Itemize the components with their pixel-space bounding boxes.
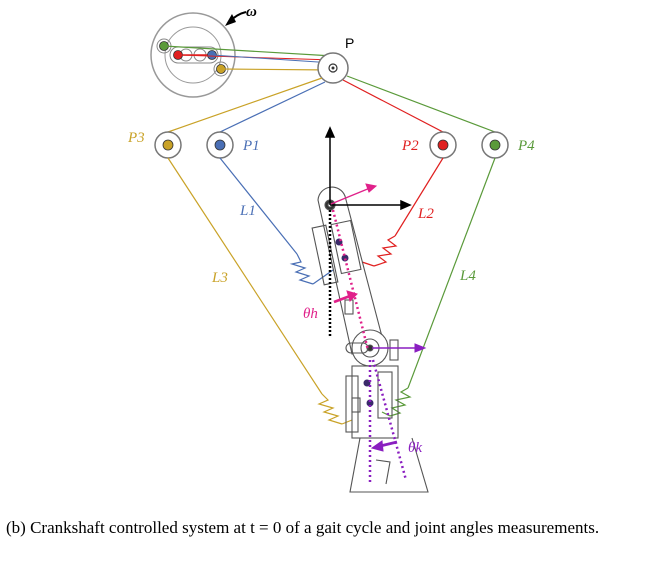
hip-angle-markers [330, 183, 378, 351]
omega-label: ω [246, 4, 257, 20]
p3-label: P3 [127, 130, 145, 146]
p1-label: P1 [242, 138, 260, 154]
figure-caption: (b) Crankshaft controlled system at t = … [6, 518, 600, 537]
guide-p4 [481, 131, 509, 159]
cable-l2 [361, 157, 444, 267]
knee-angle-markers [368, 343, 427, 482]
l2-label: L2 [417, 206, 434, 222]
cable-l1 [219, 157, 334, 285]
guide-p1 [206, 131, 234, 159]
p2-label: P2 [401, 138, 419, 154]
theta-h-label: θh [303, 306, 318, 322]
cable-l3 [167, 157, 353, 425]
shank-segment [345, 365, 429, 493]
crank-to-pulley-cables [163, 45, 334, 71]
guide-p3 [154, 131, 182, 159]
pulley-to-guides-cables [167, 75, 496, 133]
hip-reference-axes [324, 126, 412, 211]
thigh-segment [311, 186, 386, 355]
crankshaft-diagram: ω P P3 P1 P2 P4 [127, 4, 535, 493]
rotation-arrow-icon [225, 11, 247, 26]
marker-dots [335, 238, 374, 407]
crank-disc [150, 12, 236, 98]
theta-k-label: θk [408, 440, 422, 456]
l4-label: L4 [459, 268, 476, 284]
l3-label: L3 [211, 270, 228, 286]
p4-label: P4 [517, 138, 535, 154]
pulley-p-label: P [345, 35, 354, 51]
l1-label: L1 [239, 203, 256, 219]
pulley-p [317, 52, 349, 84]
guide-p2 [429, 131, 457, 159]
cable-l4 [381, 157, 496, 417]
knee-joint [345, 329, 399, 367]
